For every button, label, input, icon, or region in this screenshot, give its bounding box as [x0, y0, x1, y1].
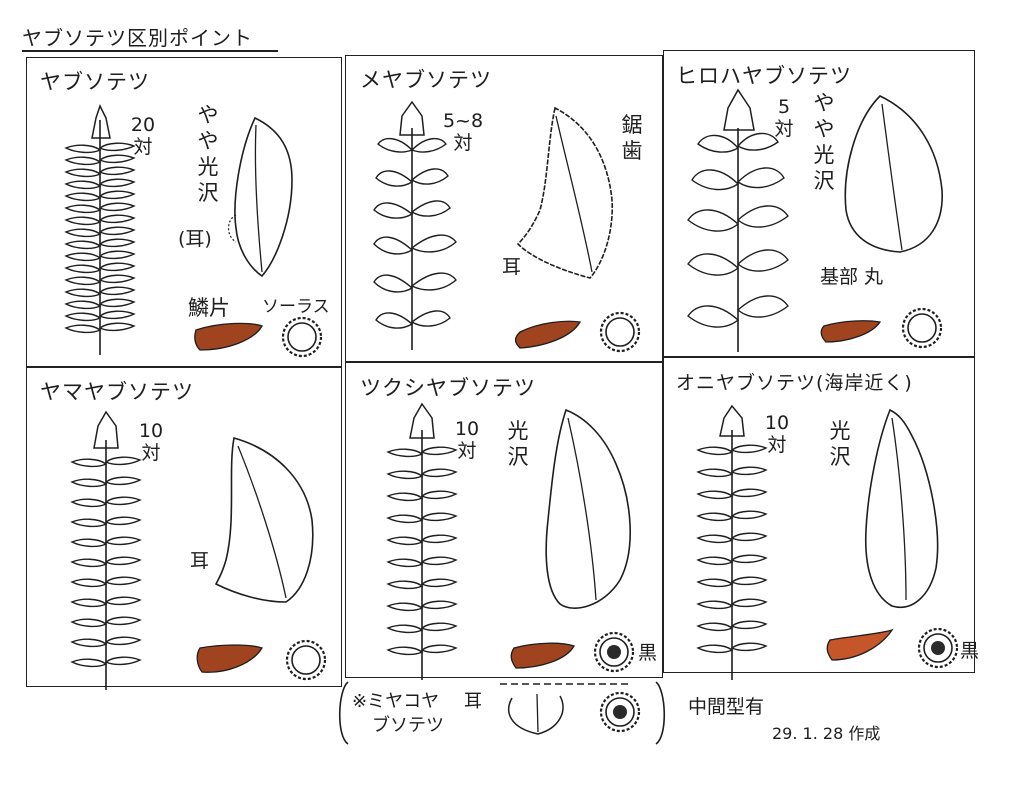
panel-3-name: ヒロハヤブソテツ — [676, 64, 852, 88]
panel-4-border — [26, 367, 342, 687]
panel-2-name: メヤブソテツ — [360, 68, 492, 92]
panel-2-ear: 耳 — [502, 256, 522, 278]
frond-tsukushiyabusotetsu — [387, 402, 457, 680]
panel-1-pairs: 20対 — [130, 114, 156, 158]
panel-6-border — [663, 357, 975, 673]
panel-3-gloss: やや光沢 — [813, 91, 835, 193]
panel-1-border — [26, 57, 342, 367]
panel-6-name: オニヤブソテツ(海岸近く) — [676, 372, 913, 394]
frond-meyabusotetsu — [373, 100, 457, 350]
panel-6-gloss: 光沢 — [829, 419, 851, 469]
panel-5-border — [345, 362, 663, 678]
panel-1-ear: (耳) — [178, 228, 212, 250]
panel-6-pairs: 10対 — [764, 412, 790, 456]
frond-yamayabusotetsu — [71, 410, 141, 690]
panel-2-pairs: 5~8対 — [442, 110, 484, 154]
page-title: ヤブソテツ区別ポイント — [22, 26, 253, 50]
panel-1-name: ヤブソテツ — [40, 70, 150, 94]
note-line2: ブソテツ — [372, 715, 444, 736]
panel-4-pairs: 10対 — [138, 420, 164, 464]
panel-3-border — [663, 50, 975, 357]
panel-2-serration: 鋸歯 — [621, 113, 643, 163]
panel-5-pairs: 10対 — [454, 418, 480, 462]
panel-1-gloss: やや光沢 — [197, 103, 219, 205]
note-ear: 耳 — [464, 691, 482, 712]
panel-1-sorus-label: ソーラス — [262, 297, 330, 317]
title-underline — [22, 50, 278, 52]
panel-1-scale-label: 鱗片 — [188, 296, 230, 320]
panel-4-ear: 耳 — [190, 550, 210, 572]
panel-5-gloss: 光沢 — [507, 419, 529, 469]
frond-hirohayabusotetsu — [687, 88, 789, 352]
panel-3-pairs: 5対 — [774, 96, 794, 140]
panel-5-name: ツクシヤブソテツ — [360, 376, 536, 400]
note-prefix: ※ミヤコヤ — [352, 691, 440, 712]
creation-date: 29. 1. 28 作成 — [772, 724, 881, 743]
panel-5-black: 黒 — [638, 642, 658, 664]
panel-6-black: 黒 — [960, 640, 980, 662]
frond-yabusotetsu — [65, 104, 135, 355]
intermediate-note: 中間型有 — [688, 696, 765, 718]
panel-4-name: ヤマヤブソテツ — [40, 380, 194, 404]
frond-oniyabusotetsu — [697, 404, 767, 680]
panel-3-base: 基部 丸 — [820, 266, 884, 288]
panel-2-border — [345, 55, 663, 362]
